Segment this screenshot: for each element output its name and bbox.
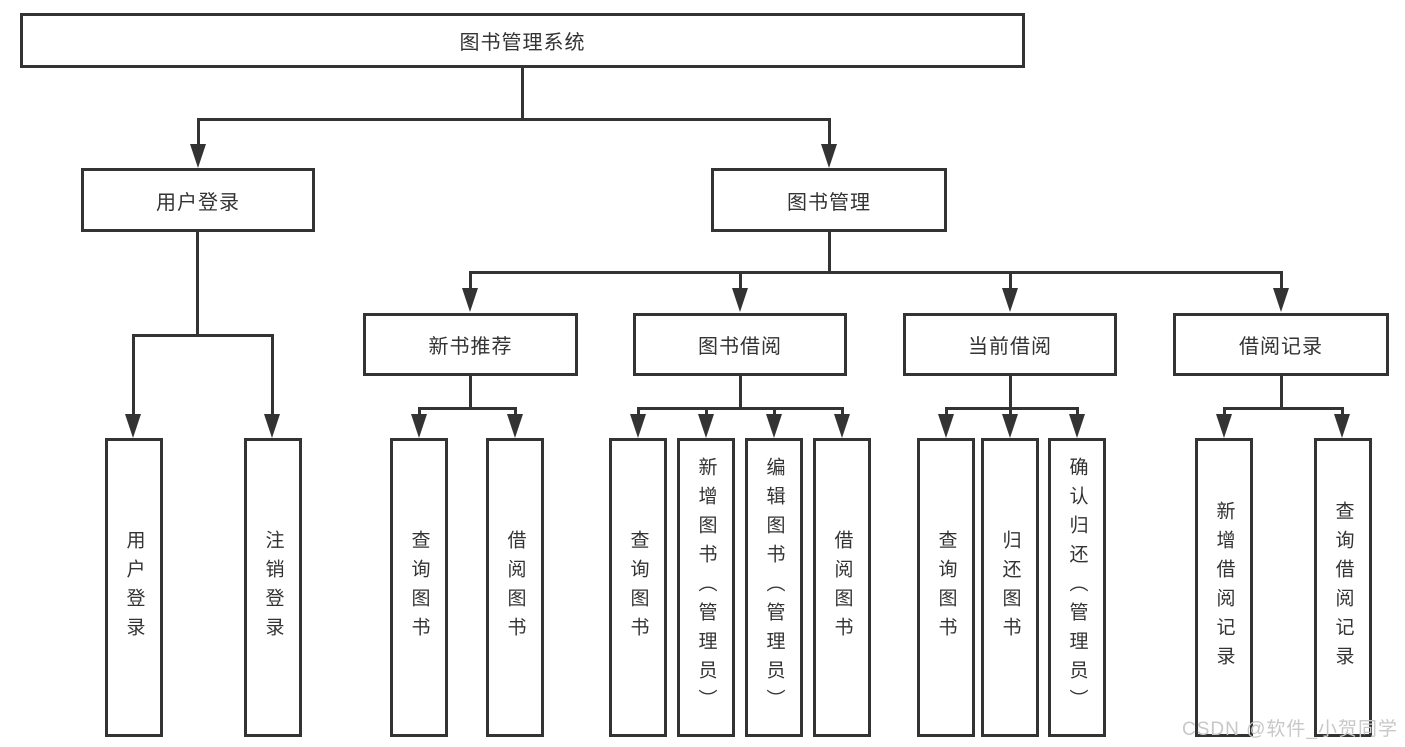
arrowhead-icon bbox=[264, 414, 280, 438]
connector bbox=[1009, 376, 1012, 407]
connector-book-mgmt-stem bbox=[828, 232, 831, 271]
arrowhead-icon bbox=[462, 288, 478, 312]
arrowhead-icon bbox=[1216, 414, 1232, 438]
arrowhead-icon bbox=[125, 414, 141, 438]
arrowhead-icon bbox=[821, 144, 837, 168]
leaf-edit-books-admin: 编辑图书（管理员） bbox=[745, 438, 803, 737]
arrowhead-icon bbox=[507, 414, 523, 438]
node-book-management: 图书管理 bbox=[711, 168, 947, 232]
connector bbox=[1341, 407, 1344, 416]
node-new-book-recommend: 新书推荐 bbox=[363, 313, 578, 376]
arrowhead-icon bbox=[938, 414, 954, 438]
connector bbox=[1223, 407, 1226, 416]
leaf-user-login: 用户登录 bbox=[105, 438, 163, 737]
leaf-label: 新增借阅记录 bbox=[1213, 500, 1235, 675]
node-label: 当前借阅 bbox=[968, 336, 1052, 358]
leaf-label: 注销登录 bbox=[262, 529, 284, 646]
connector bbox=[637, 407, 844, 410]
connector bbox=[841, 407, 844, 416]
connector bbox=[418, 407, 517, 410]
leaf-borrow-books: 借阅图书 bbox=[813, 438, 871, 737]
connector bbox=[271, 334, 274, 414]
connector bbox=[705, 407, 708, 416]
node-label: 新书推荐 bbox=[428, 336, 513, 358]
node-label: 借阅记录 bbox=[1239, 336, 1323, 358]
node-label: 图书借阅 bbox=[698, 336, 782, 358]
connector bbox=[469, 271, 472, 288]
connector bbox=[945, 407, 1079, 410]
connector bbox=[1076, 407, 1079, 416]
node-user-login-label: 用户登录 bbox=[156, 191, 240, 214]
arrowhead-icon bbox=[1069, 414, 1085, 438]
leaf-label: 查询图书 bbox=[627, 529, 649, 646]
arrowhead-icon bbox=[411, 414, 427, 438]
connector-root-stem bbox=[521, 68, 524, 118]
leaf-query-books-current: 查询图书 bbox=[917, 438, 975, 737]
node-book-borrow: 图书借阅 bbox=[633, 313, 847, 376]
node-root: 图书管理系统 bbox=[20, 13, 1025, 68]
leaf-query-books-recommend: 查询图书 bbox=[390, 438, 448, 737]
leaf-query-borrow-record: 查询借阅记录 bbox=[1314, 438, 1372, 737]
connector-root-split bbox=[197, 118, 831, 121]
leaf-label: 确认归还（管理员） bbox=[1066, 457, 1088, 718]
arrowhead-icon bbox=[1002, 288, 1018, 312]
connector bbox=[739, 376, 742, 407]
connector bbox=[1280, 376, 1283, 407]
leaf-label: 归还图书 bbox=[999, 529, 1021, 646]
connector-user-login-stem bbox=[196, 232, 199, 334]
leaf-label: 编辑图书（管理员） bbox=[763, 457, 785, 718]
connector bbox=[1009, 271, 1012, 288]
arrowhead-icon bbox=[1002, 414, 1018, 438]
arrowhead-icon bbox=[190, 144, 206, 168]
connector bbox=[637, 407, 640, 416]
arrowhead-icon bbox=[1273, 288, 1289, 312]
arrowhead-icon bbox=[732, 288, 748, 312]
leaf-query-books-borrow: 查询图书 bbox=[609, 438, 667, 737]
leaf-borrow-books-recommend: 借阅图书 bbox=[486, 438, 544, 737]
leaf-label: 新增图书（管理员） bbox=[695, 457, 717, 718]
leaf-confirm-return-admin: 确认归还（管理员） bbox=[1048, 438, 1106, 737]
leaf-logout: 注销登录 bbox=[244, 438, 302, 737]
connector bbox=[1223, 407, 1344, 410]
node-borrow-records: 借阅记录 bbox=[1173, 313, 1389, 376]
node-user-login: 用户登录 bbox=[81, 168, 315, 232]
arrowhead-icon bbox=[1334, 414, 1350, 438]
leaf-label: 借阅图书 bbox=[831, 529, 853, 646]
arrowhead-icon bbox=[630, 414, 646, 438]
connector bbox=[469, 376, 472, 407]
connector bbox=[1009, 407, 1012, 416]
leaf-label: 查询图书 bbox=[935, 529, 957, 646]
arrowhead-icon bbox=[698, 414, 714, 438]
arrowhead-icon bbox=[834, 414, 850, 438]
csdn-watermark: CSDN @软件_小贺同学 bbox=[1182, 719, 1398, 740]
leaf-label: 借阅图书 bbox=[504, 529, 526, 646]
leaf-label: 查询借阅记录 bbox=[1332, 500, 1354, 675]
connector-user-login-split bbox=[132, 334, 274, 337]
node-current-borrow: 当前借阅 bbox=[903, 313, 1117, 376]
connector bbox=[132, 334, 135, 414]
leaf-return-books: 归还图书 bbox=[981, 438, 1039, 737]
leaf-add-books-admin: 新增图书（管理员） bbox=[677, 438, 735, 737]
connector-to-book-mgmt bbox=[828, 118, 831, 148]
connector-to-user-login bbox=[197, 118, 200, 148]
connector-book-mgmt-split bbox=[469, 271, 1283, 274]
leaf-label: 用户登录 bbox=[123, 529, 145, 646]
connector bbox=[773, 407, 776, 416]
node-book-management-label: 图书管理 bbox=[787, 191, 871, 214]
leaf-label: 查询图书 bbox=[408, 529, 430, 646]
connector bbox=[945, 407, 948, 416]
node-root-label: 图书管理系统 bbox=[459, 32, 586, 54]
arrowhead-icon bbox=[766, 414, 782, 438]
connector bbox=[1280, 271, 1283, 288]
leaf-add-borrow-record: 新增借阅记录 bbox=[1195, 438, 1253, 737]
connector bbox=[418, 407, 421, 416]
connector bbox=[514, 407, 517, 416]
connector bbox=[739, 271, 742, 288]
